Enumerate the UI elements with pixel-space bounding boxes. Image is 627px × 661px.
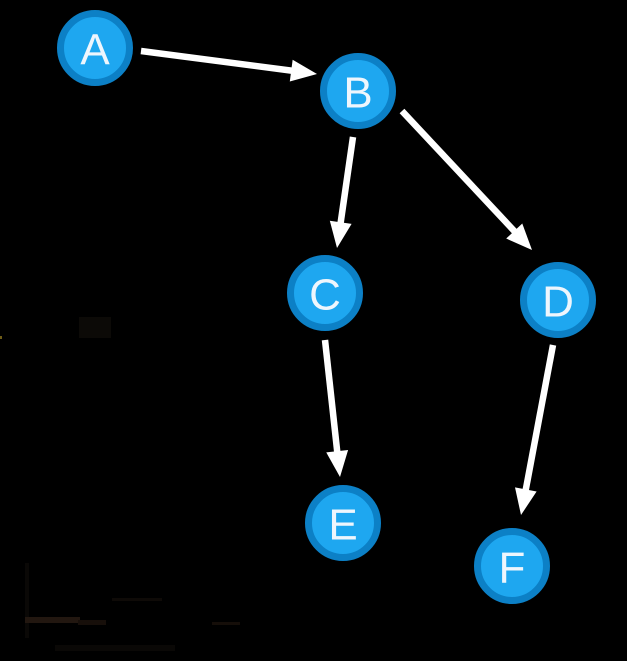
edge-line [521,344,557,494]
node-circle[interactable] [474,528,550,604]
edge-line [321,339,341,456]
edge-C-E [321,339,349,477]
graph-node-B[interactable]: B [320,53,396,129]
edge-line [140,47,296,75]
node-circle[interactable] [320,53,396,129]
arrowhead-icon [329,220,352,248]
graph-node-E[interactable]: E [305,485,381,561]
edge-line [399,108,520,237]
edge-B-D [399,108,532,250]
edge-D-F [514,344,557,515]
graph-node-F[interactable]: F [474,528,550,604]
edge-B-C [329,136,357,248]
node-circle[interactable] [520,262,596,338]
arrowhead-icon [326,449,349,477]
graph-node-A[interactable]: A [57,10,133,86]
arrowhead-icon [506,223,532,250]
graph-node-D[interactable]: D [520,262,596,338]
edge-A-B [140,47,317,82]
node-circle[interactable] [287,255,363,331]
graph-node-C[interactable]: C [287,255,363,331]
arrowhead-icon [289,59,317,82]
node-circle[interactable] [57,10,133,86]
edge-line [336,136,357,227]
node-circle[interactable] [305,485,381,561]
arrowhead-icon [514,487,537,515]
